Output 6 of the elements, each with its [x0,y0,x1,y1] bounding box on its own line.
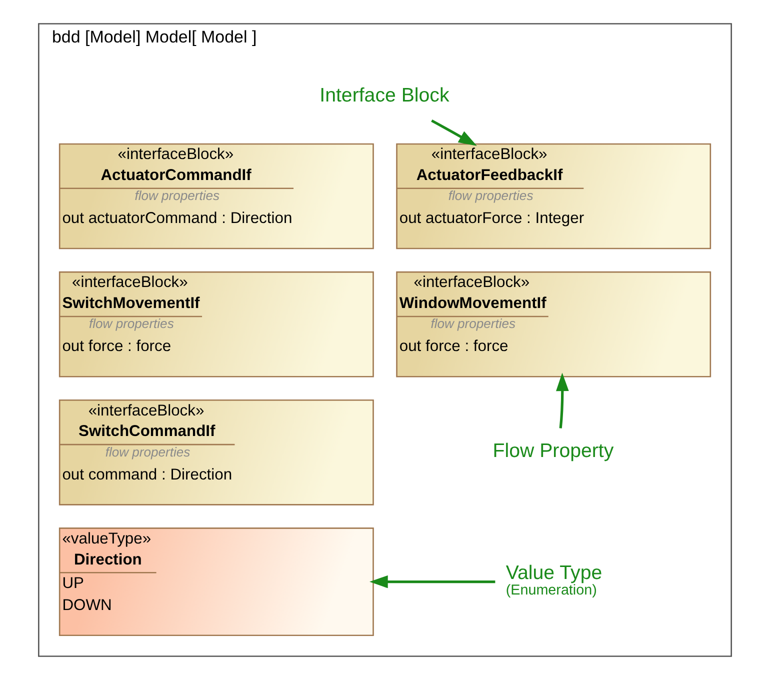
node-text: Flow Property [492,440,614,462]
arrow [369,575,495,588]
node-text: Interface Block [319,84,449,106]
node-text: Value Type (Enumeration) [505,562,602,599]
arrow [556,372,568,428]
arrow [430,120,476,146]
